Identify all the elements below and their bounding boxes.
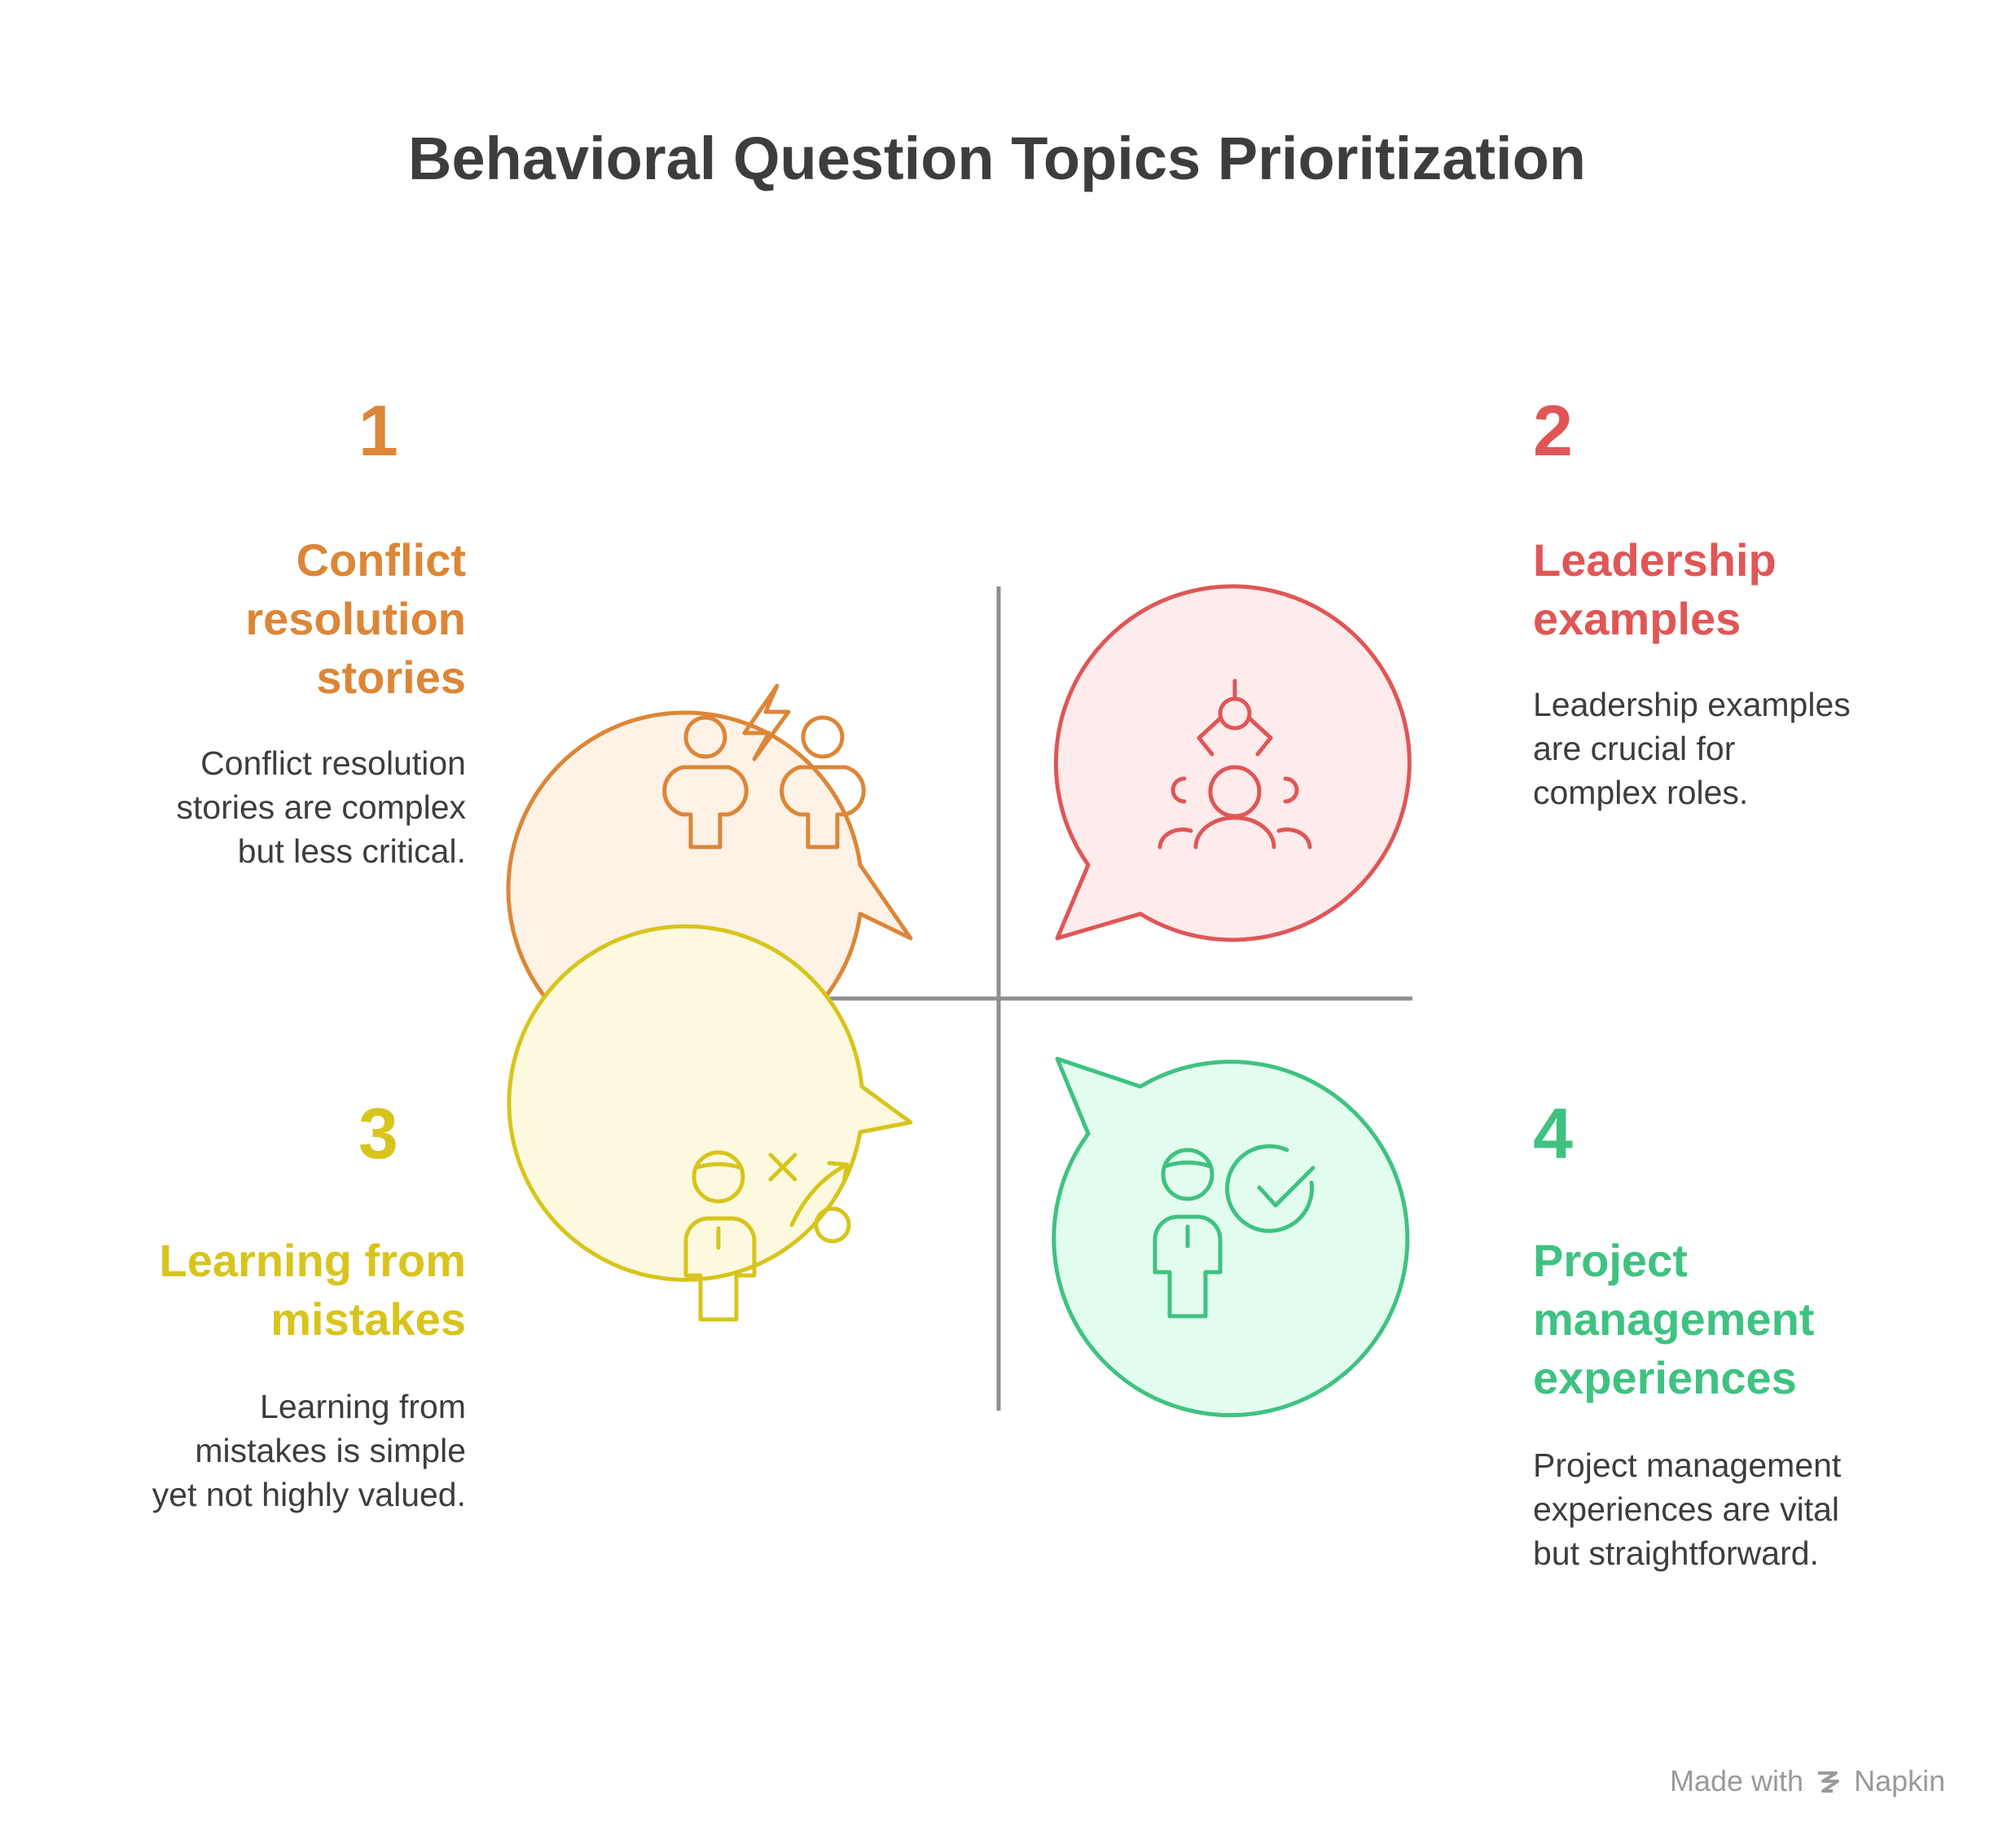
quadrant-2-number: 2 (1533, 390, 1573, 471)
two-people-lightning-icon (662, 683, 866, 849)
page-title: Behavioral Question Topics Prioritizatio… (408, 125, 1586, 192)
quadrant-4-description: Project management experiences are vital… (1533, 1446, 1842, 1572)
footer-brand: Napkin (1854, 1764, 1946, 1798)
bubble-4 (1052, 1056, 1410, 1418)
quadrant-3-description: Learning from mistakes is simple yet not… (152, 1388, 466, 1513)
quadrant-4-heading: Project management experiences (1533, 1235, 1815, 1403)
quadrant-2-description: Leadership examples are crucial for comp… (1533, 686, 1851, 811)
quadrant-3-heading: Learning from mistakes (159, 1235, 466, 1345)
person-strategy-icon (683, 1150, 851, 1322)
quadrant-4-number: 4 (1533, 1093, 1573, 1174)
bubble-2 (1053, 584, 1412, 942)
quadrant-1-heading: Conflict resolution stories (245, 534, 466, 703)
person-checkmark-icon (1153, 1143, 1315, 1319)
footer-credit: Made with Napkin (1670, 1764, 1945, 1798)
quadrant-2-heading: Leadership examples (1533, 534, 1777, 644)
quadrant-3-number: 3 (358, 1093, 398, 1174)
footer-prefix: Made with (1670, 1764, 1804, 1798)
leader-team-icon (1157, 678, 1312, 849)
quadrant-1-number: 1 (358, 390, 398, 471)
bubble-3 (507, 924, 913, 1282)
napkin-logo-icon (1818, 1771, 1840, 1793)
quadrant-1-description: Conflict resolution stories are complex … (176, 744, 466, 870)
